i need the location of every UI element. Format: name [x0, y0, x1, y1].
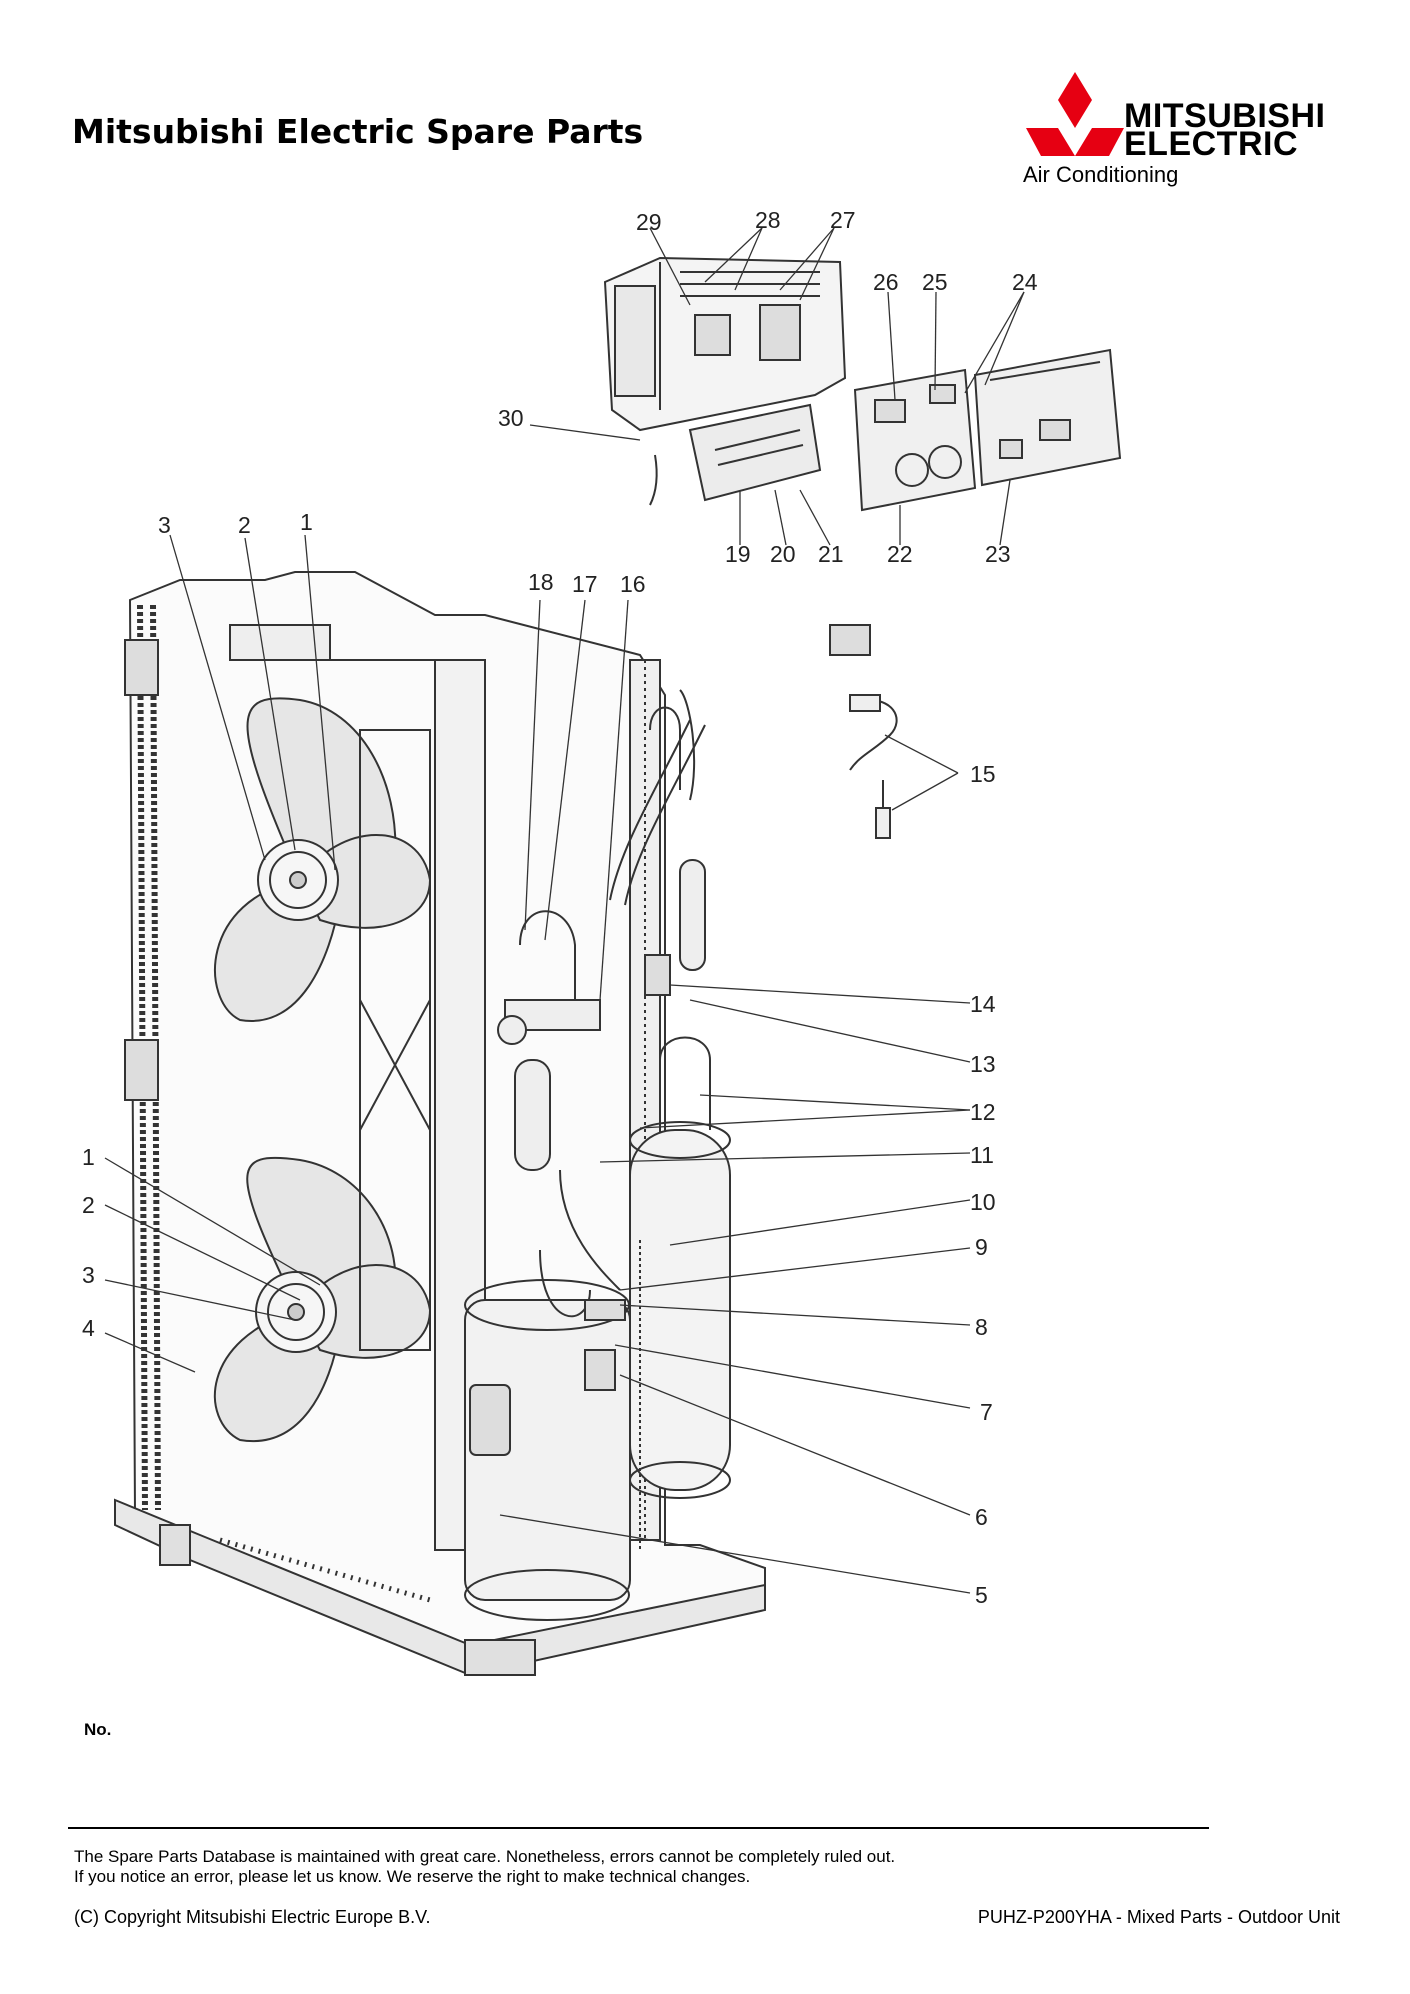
callout-6: 6 [975, 1504, 988, 1530]
leader-lines [104, 227, 1025, 1594]
motor-support-drawing [359, 729, 431, 1351]
callout-1-top: 1 [300, 509, 313, 535]
parts-table-no-header: No. [84, 1720, 112, 1739]
callout-4: 4 [82, 1315, 95, 1341]
control-box-drawing [603, 256, 847, 506]
callout-7: 7 [980, 1399, 993, 1425]
callout-2-top: 2 [238, 512, 251, 538]
footer-divider [68, 1827, 1209, 1829]
callout-10: 10 [970, 1189, 996, 1215]
diagram-drawing [114, 256, 1122, 1677]
disclaimer-line-2: If you notice an error, please let us kn… [74, 1867, 751, 1886]
callout-18: 18 [528, 569, 554, 595]
callout-25: 25 [922, 269, 948, 295]
callout-2-bottom: 2 [82, 1192, 95, 1218]
callout-21: 21 [818, 541, 844, 567]
callout-1-bottom: 1 [82, 1144, 95, 1170]
callout-3-bottom: 3 [82, 1262, 95, 1288]
refrigerant-piping-drawing [497, 689, 711, 1550]
callout-26: 26 [873, 269, 899, 295]
callout-5: 5 [975, 1582, 988, 1608]
three-diamonds-icon [1026, 72, 1124, 156]
callout-9: 9 [975, 1234, 988, 1260]
callout-23: 23 [985, 541, 1011, 567]
callout-28: 28 [755, 207, 781, 233]
callout-labels: 1 2 3 1 2 3 4 5 6 7 8 9 10 11 12 13 14 1… [82, 207, 1038, 1608]
brand-logo: MITSUBISHI ELECTRIC Air Conditioning [1020, 70, 1360, 190]
page-title: Mitsubishi Electric Spare Parts [72, 112, 644, 151]
footer-disclaimer: The Spare Parts Database is maintained w… [74, 1847, 895, 1887]
callout-16: 16 [620, 571, 646, 597]
callout-30: 30 [498, 405, 524, 431]
callout-24: 24 [1012, 269, 1038, 295]
callout-27: 27 [830, 207, 856, 233]
callout-29: 29 [636, 209, 662, 235]
pcb-boards-drawing [853, 348, 1122, 512]
logo-word-mitsubishi: MITSUBISHI [1124, 97, 1326, 135]
callout-13: 13 [970, 1051, 996, 1077]
callout-11: 11 [970, 1142, 994, 1168]
disclaimer-line-1: The Spare Parts Database is maintained w… [74, 1847, 896, 1866]
callout-12: 12 [970, 1099, 996, 1125]
compressor-drawing [464, 1279, 631, 1621]
logo-word-electric: ELECTRIC [1124, 125, 1298, 163]
sensor-parts-drawing [829, 624, 898, 839]
callout-17: 17 [572, 571, 598, 597]
upper-fan-drawing [214, 697, 432, 1022]
footer-copyright: (C) Copyright Mitsubishi Electric Europe… [74, 1907, 431, 1927]
callout-15: 15 [970, 761, 996, 787]
footer-document-reference: PUHZ-P200YHA - Mixed Parts - Outdoor Uni… [977, 1907, 1340, 1927]
logo-subtitle: Air Conditioning [1023, 162, 1179, 187]
receiver-tank-drawing [629, 1121, 731, 1499]
callout-14: 14 [970, 991, 996, 1017]
callout-19: 19 [725, 541, 751, 567]
callout-22: 22 [887, 541, 913, 567]
lower-fan-drawing [213, 1156, 432, 1443]
callout-20: 20 [770, 541, 796, 567]
callout-8: 8 [975, 1314, 988, 1340]
callout-3-top: 3 [158, 512, 171, 538]
